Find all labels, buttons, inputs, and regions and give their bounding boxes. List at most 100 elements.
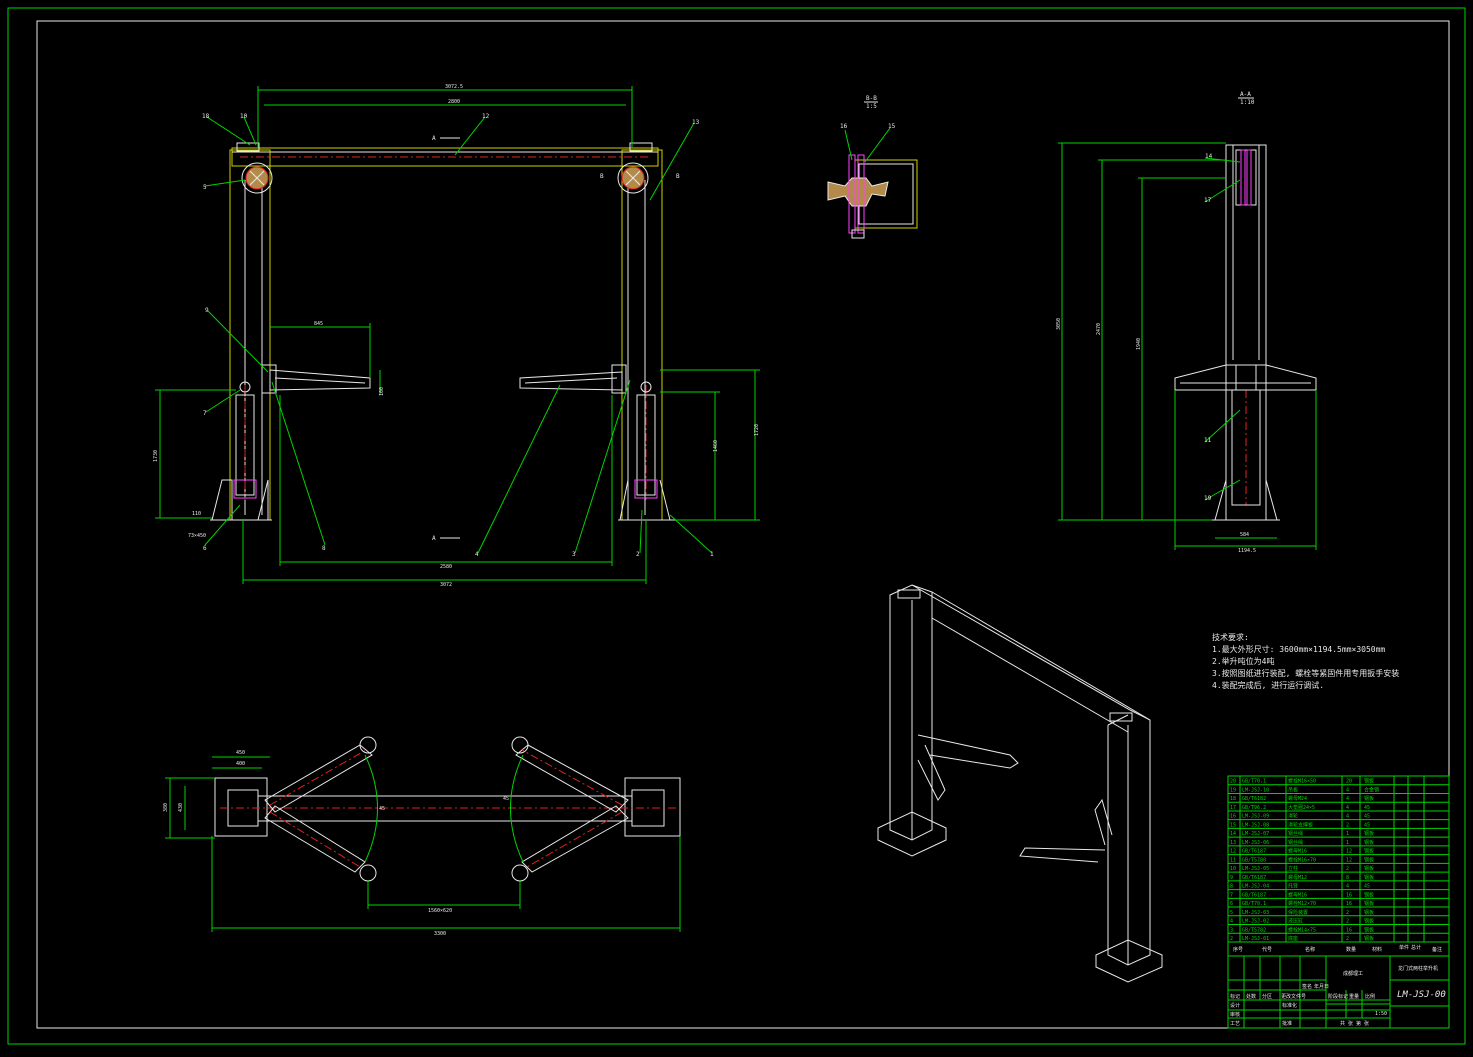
parts-cell-no: 2: [1230, 936, 1233, 942]
parts-cell-code: GB/T6187: [1242, 892, 1266, 898]
parts-cell-code: LM-JSJ-08: [1242, 822, 1269, 828]
parts-cell-material: 合金钢: [1364, 786, 1379, 793]
title-doc: 更改文件号: [1281, 993, 1306, 1000]
parts-cell-no: 19: [1230, 787, 1236, 793]
title-school: 成都理工: [1343, 970, 1363, 977]
callout-1: 1: [710, 551, 714, 558]
bb-title: B-B: [866, 95, 877, 102]
dim-side-low: 1940: [1136, 338, 1142, 350]
parts-cell-material: 45: [1364, 884, 1370, 890]
parts-cell-material: 钢板: [1364, 909, 1374, 916]
hdr-name: 名称: [1305, 946, 1315, 953]
parts-cell-code: LM-JSJ-03: [1242, 910, 1269, 916]
dim-base-small: 110: [192, 511, 201, 517]
parts-row: 11 GB/T5780 螺栓M16×70 12 钢板: [1230, 856, 1374, 863]
parts-cell-name: 螺栓M16×70: [1288, 856, 1316, 863]
callout-17: 17: [1204, 197, 1212, 204]
top-beam: [231, 147, 659, 167]
hdr-qty: 数量: [1346, 946, 1356, 953]
parts-cell-material: 钢板: [1364, 856, 1374, 863]
parts-cell-no: 17: [1230, 805, 1236, 811]
parts-cell-qty: 2: [1346, 910, 1349, 916]
hdr-no: 序号: [1233, 946, 1243, 953]
parts-cell-qty: 2: [1346, 866, 1349, 872]
aa-title: A-A: [1240, 91, 1251, 98]
parts-cell-code: GB/T96.2: [1242, 805, 1266, 811]
title-drawing-no: LM-JSJ-00: [1397, 990, 1446, 1000]
bb-scale: 1:5: [866, 103, 877, 110]
parts-cell-material: 钢板: [1364, 865, 1374, 872]
parts-cell-code: GB/T6187: [1242, 849, 1266, 855]
callout-16: 16: [840, 123, 848, 130]
parts-cell-name: 滑轮支撑板: [1288, 821, 1313, 828]
parts-cell-no: 15: [1230, 822, 1236, 828]
title-standard: 标准化: [1282, 1002, 1297, 1009]
parts-cell-code: GB/T6182: [1242, 796, 1266, 802]
tech-line-1: 1.最大外形尺寸: 3600mm×1194.5mm×3050mm: [1212, 644, 1385, 654]
callout-15: 15: [888, 123, 896, 130]
tech-line-4: 4.装配完成后, 进行运行调试.: [1212, 680, 1324, 690]
parts-cell-qty: 2: [1346, 919, 1349, 925]
dim-arm-reach: 845: [314, 321, 323, 327]
callout-14: 14: [1205, 153, 1213, 160]
parts-cell-qty: 12: [1346, 849, 1352, 855]
dim-plan-w2: 400: [236, 761, 245, 767]
dim-bottom-overall: 3072: [440, 582, 452, 588]
parts-cell-code: GB/T5780: [1242, 857, 1266, 863]
callout-2: 2: [636, 551, 640, 558]
parts-cell-name: 保险装置: [1288, 909, 1308, 916]
title-zone: 分区: [1262, 993, 1272, 1000]
parts-cell-qty: 12: [1346, 857, 1352, 863]
parts-cell-name: 立柱: [1288, 865, 1298, 872]
section-mark-b: B: [600, 173, 604, 180]
parts-cell-material: 钢板: [1364, 778, 1374, 785]
right-pulley: [617, 162, 649, 194]
callout-6: 6: [203, 545, 207, 552]
parts-cell-material: 钢板: [1364, 926, 1374, 933]
section-mark-a-bottom: A: [432, 535, 436, 542]
title-process: 工艺: [1230, 1021, 1240, 1027]
outer-border: [7, 7, 1466, 1045]
dim-plan-h2: 430: [178, 803, 184, 812]
parts-cell-code: LM-JSJ-09: [1242, 814, 1269, 820]
parts-cell-name: 螺母M16: [1288, 891, 1307, 898]
parts-cell-no: 16: [1230, 814, 1236, 820]
parts-cell-code: LM-JSJ-06: [1242, 840, 1269, 846]
dim-side-base-total: 1194.5: [1238, 548, 1256, 554]
parts-cell-qty: 1: [1346, 840, 1349, 846]
callout-10: 10: [240, 113, 248, 120]
callout-11: 11: [1204, 437, 1212, 444]
title-weight: 重量: [1349, 993, 1359, 1000]
hdr-note: 备注: [1432, 946, 1442, 953]
parts-cell-name: 钢丝绳: [1288, 830, 1303, 837]
parts-cell-qty: 2: [1346, 822, 1349, 828]
parts-cell-material: 钢板: [1364, 935, 1374, 942]
parts-cell-code: GB/T5782: [1242, 927, 1266, 933]
parts-cell-name: 螺母M24: [1288, 795, 1307, 802]
parts-cell-no: 11: [1230, 857, 1236, 863]
parts-cell-name: 螺栓M14×75: [1288, 926, 1316, 933]
parts-cell-qty: 4: [1346, 814, 1349, 820]
parts-cell-code: LM-JSJ-05: [1242, 866, 1269, 872]
tech-line-3: 3.按照图纸进行装配, 螺栓等紧固件用专用扳手安装: [1212, 668, 1399, 678]
plan-left-base: [214, 777, 268, 837]
parts-cell-qty: 1: [1346, 831, 1349, 837]
dim-left-height: 1730: [153, 450, 159, 462]
title-date: 年月日: [1314, 983, 1329, 990]
left-pulley: [241, 162, 273, 194]
parts-cell-no: 18: [1230, 796, 1236, 802]
parts-cell-material: 钢板: [1364, 891, 1374, 898]
front-view: 3072.5 2800 845 100 1730 1460 1720 110 7…: [153, 84, 760, 588]
aa-scale: 1:10: [1240, 99, 1255, 106]
title-scale-value: 1:50: [1375, 1011, 1387, 1017]
parts-cell-code: GB/T70.1: [1242, 901, 1266, 907]
